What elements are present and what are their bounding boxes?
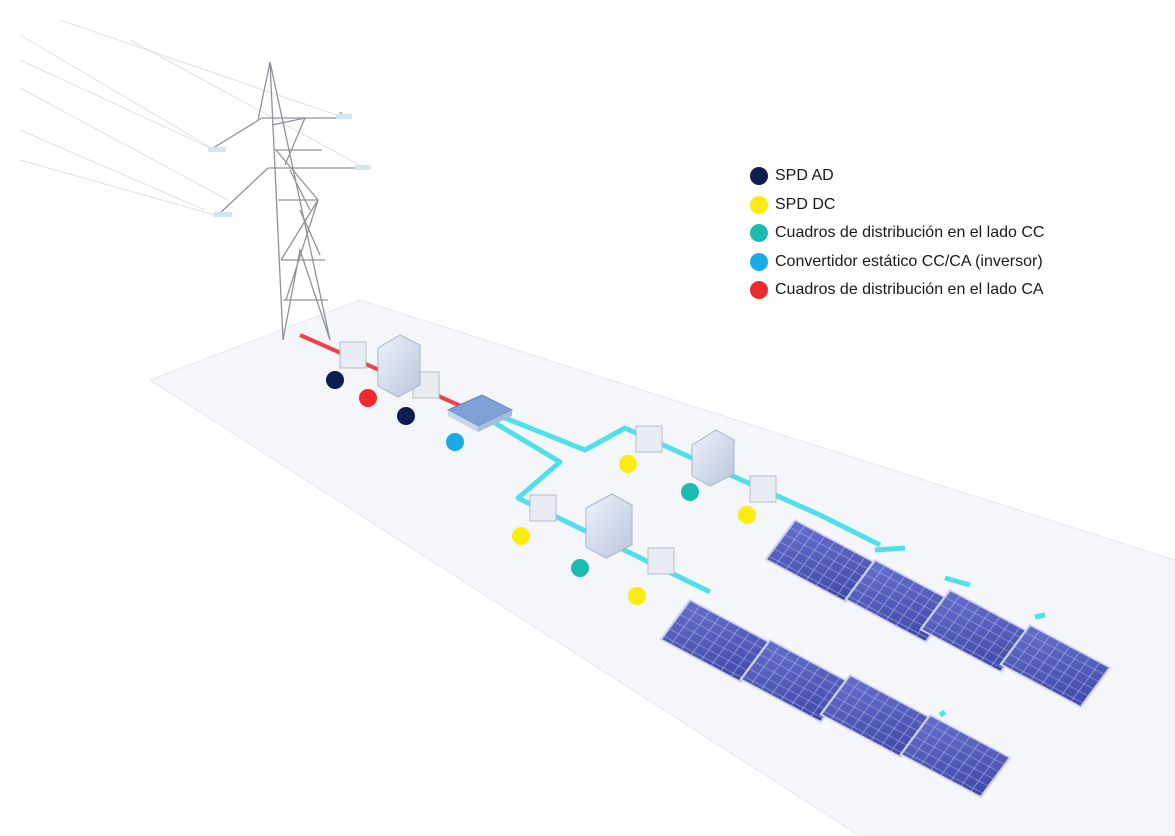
insulators bbox=[208, 114, 371, 217]
power-lines bbox=[19, 19, 366, 216]
marker-spd-dc bbox=[619, 455, 637, 473]
legend-item-spd-ad: SPD AD bbox=[750, 162, 1044, 191]
legend-label: Cuadros de distribución en el lado CC bbox=[775, 224, 1045, 242]
legend-swatch bbox=[750, 224, 768, 243]
legend-item-inverter: Convertidor estático CC/CA (inversor) bbox=[750, 248, 1044, 277]
distribution-cabinet bbox=[377, 334, 735, 559]
marker-dist-cc bbox=[571, 559, 589, 577]
legend-label: Convertidor estático CC/CA (inversor) bbox=[775, 252, 1043, 270]
inverter bbox=[446, 394, 514, 432]
legend-swatch bbox=[750, 195, 768, 214]
legend-swatch bbox=[750, 252, 768, 271]
marker-spd-ad bbox=[397, 407, 415, 425]
component-markers bbox=[326, 371, 756, 605]
legend-label: SPD DC bbox=[775, 195, 836, 213]
legend-label: Cuadros de distribución en el lado CA bbox=[775, 281, 1044, 299]
spd-box bbox=[339, 341, 777, 575]
legend-item-dist-ca: Cuadros de distribución en el lado CA bbox=[750, 276, 1044, 305]
legend-swatch bbox=[750, 281, 768, 300]
solar-panel-array bbox=[659, 518, 1112, 799]
marker-inverter bbox=[446, 433, 464, 451]
marker-spd-ad bbox=[326, 371, 344, 389]
legend: SPD AD SPD DC Cuadros de distribución en… bbox=[750, 162, 1044, 305]
legend-item-spd-dc: SPD DC bbox=[750, 191, 1044, 220]
legend-label: SPD AD bbox=[775, 167, 834, 185]
marker-dist-ca bbox=[359, 389, 377, 407]
legend-swatch bbox=[750, 167, 768, 186]
marker-spd-dc bbox=[512, 527, 530, 545]
transmission-tower bbox=[207, 61, 365, 341]
legend-item-dist-cc: Cuadros de distribución en el lado CC bbox=[750, 219, 1044, 248]
marker-spd-dc bbox=[738, 506, 756, 524]
marker-dist-cc bbox=[681, 483, 699, 501]
marker-spd-dc bbox=[628, 587, 646, 605]
